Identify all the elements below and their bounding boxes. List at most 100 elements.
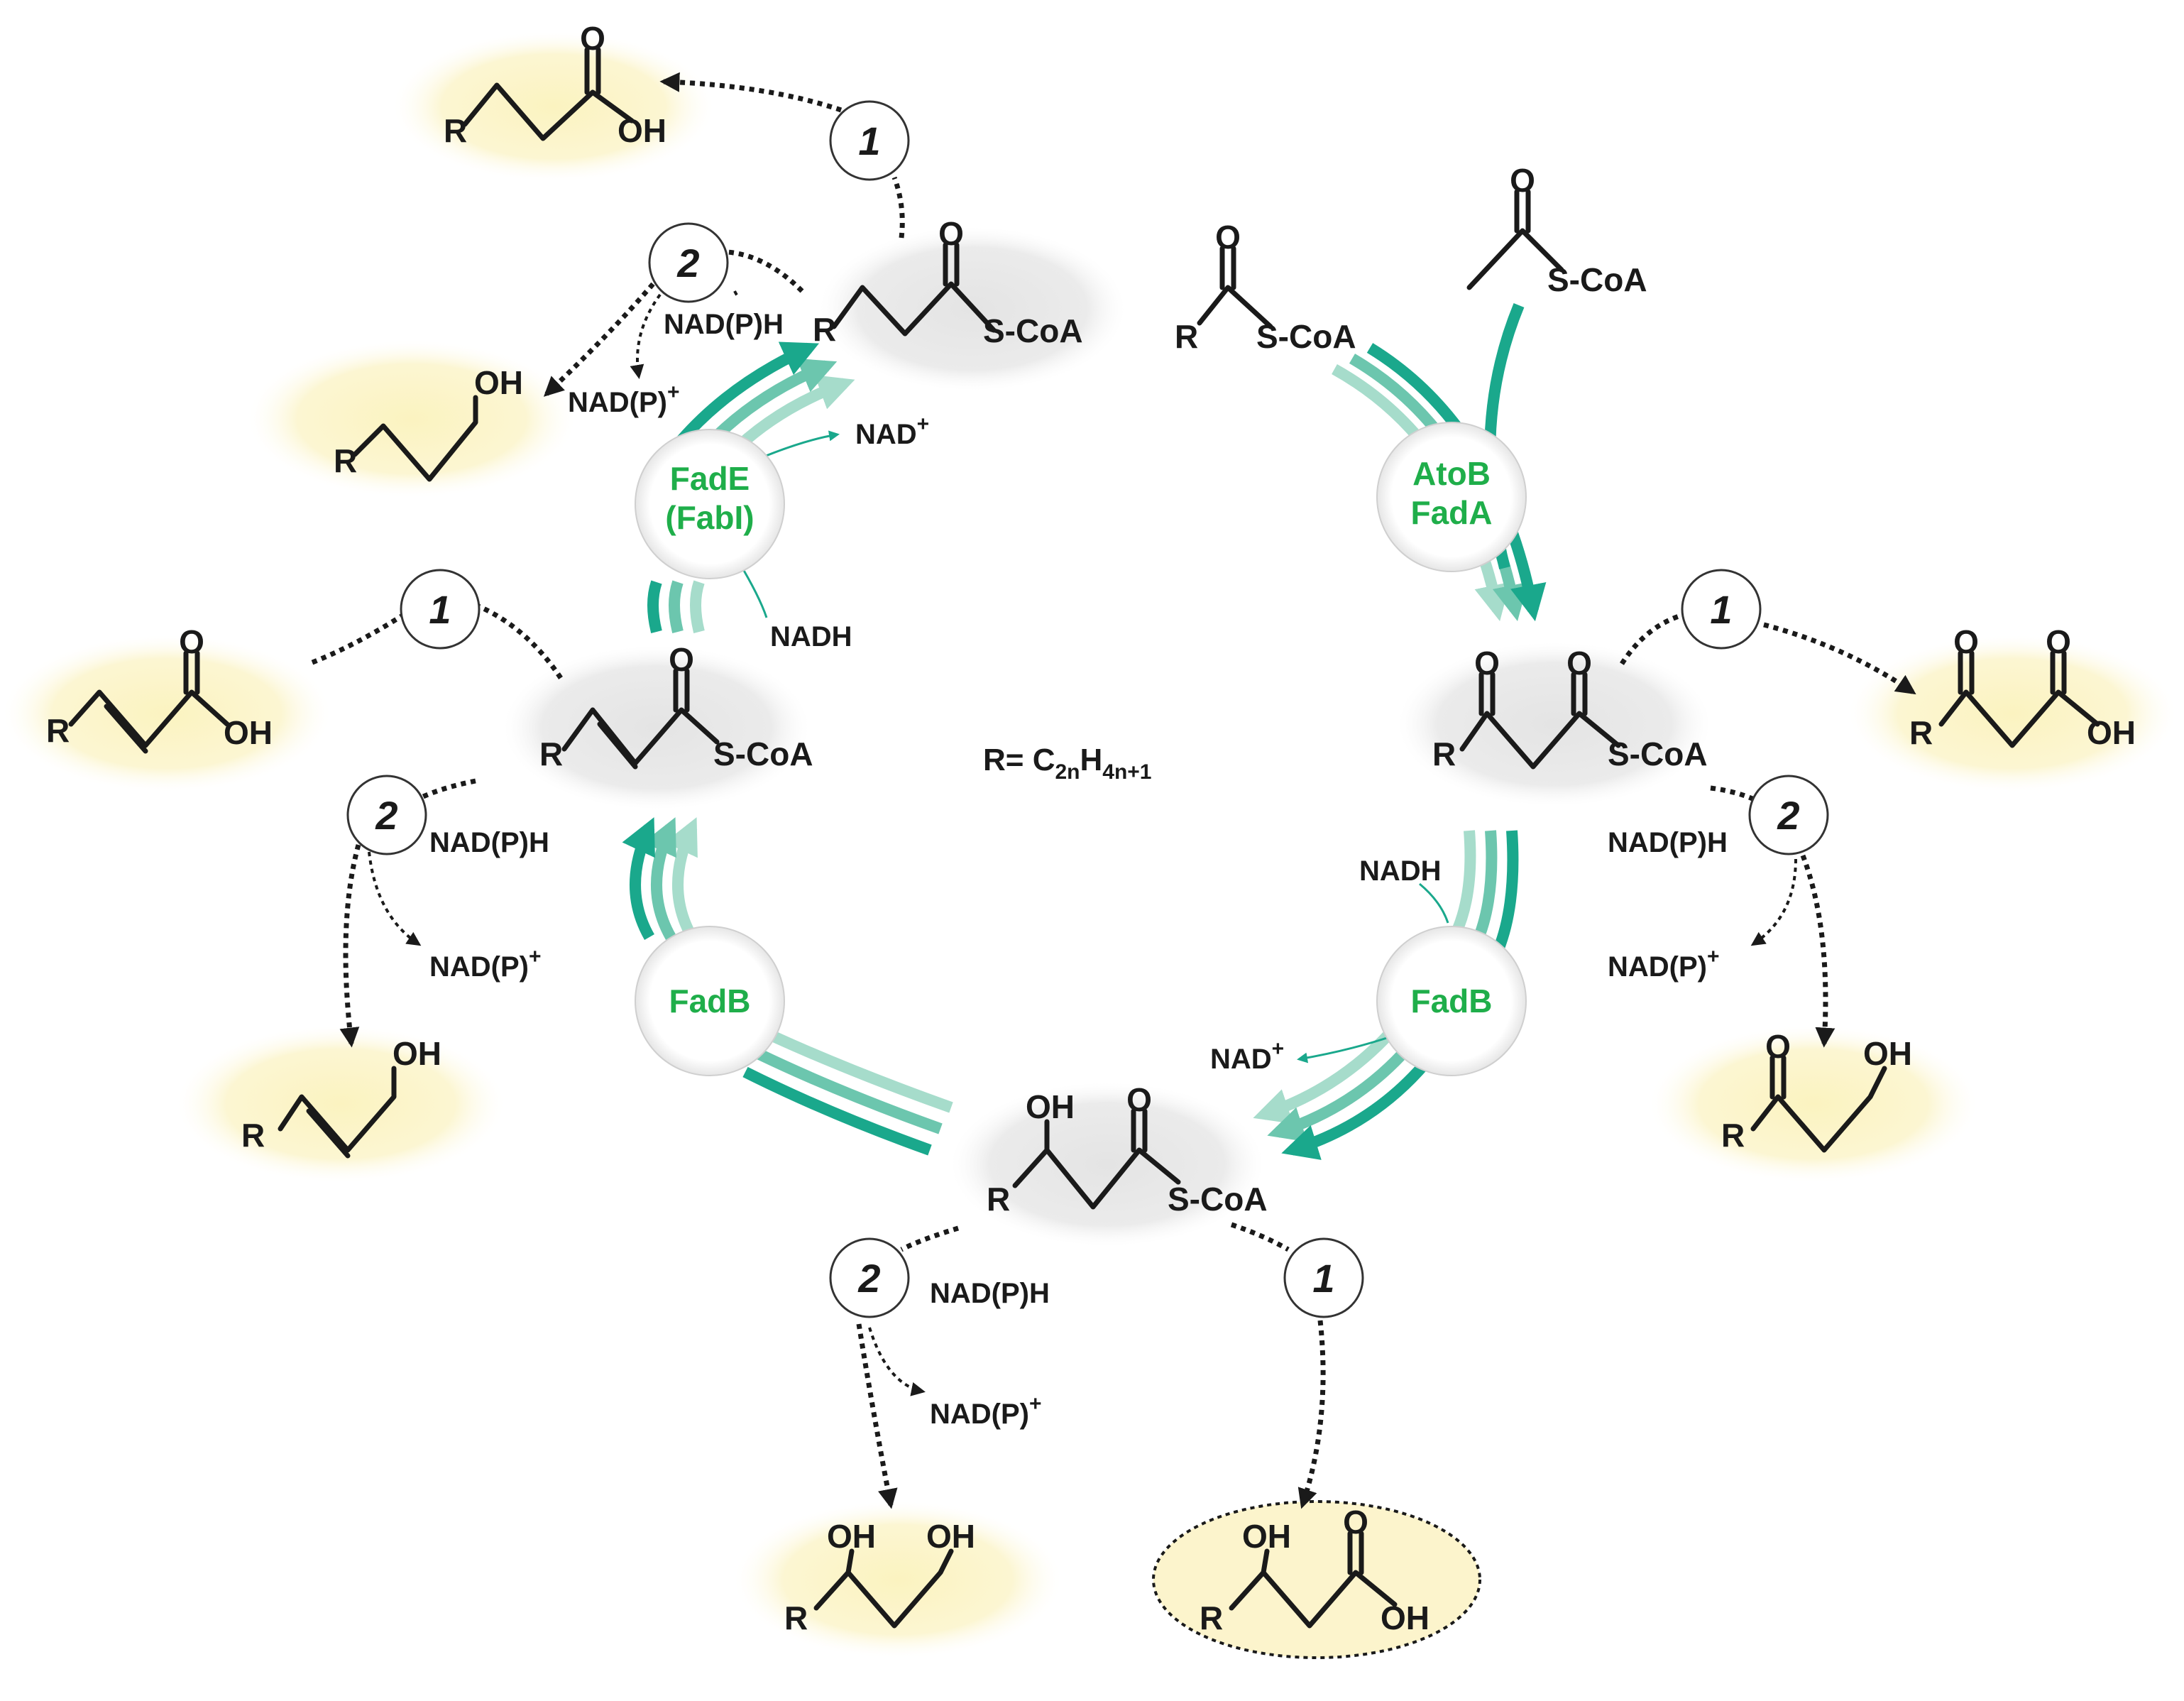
product-ketoacid-bg <box>1849 635 2175 792</box>
enzyme-fabi-label: (FabI) <box>665 499 754 536</box>
r-group-formula: R= C2nH4n+1 <box>983 743 1152 784</box>
svg-text:OH: OH <box>224 714 273 751</box>
svg-text:1: 1 <box>1710 587 1732 632</box>
svg-text:R: R <box>1909 714 1933 751</box>
cofactor-nadph-bottom: NAD(P)H <box>930 1278 1050 1309</box>
intermediate-ketoacyl-coa-bg <box>1398 642 1711 806</box>
svg-text:OH: OH <box>2087 714 2136 751</box>
enzyme-fadb-right-label: FadB <box>1411 983 1493 1019</box>
svg-text:2: 2 <box>1777 793 1799 838</box>
svg-text:R: R <box>1721 1117 1745 1154</box>
product-hydroxyacid-bg <box>1152 1500 1481 1659</box>
enzyme-atob-node: AtoB FadA <box>1376 422 1527 572</box>
svg-text:O: O <box>580 20 605 57</box>
svg-text:OH: OH <box>1381 1599 1430 1636</box>
route-2-top: 2 <box>648 222 729 303</box>
svg-text:R: R <box>444 112 467 149</box>
molecule-hydroxyacid: OH O R OH <box>1200 1504 1430 1636</box>
svg-text:OH: OH <box>618 112 666 149</box>
product-top-acid-bg <box>394 32 713 181</box>
intermediate-enoyl-coa-bg <box>504 646 809 809</box>
intermediate-ellipses <box>504 227 1711 1246</box>
cofactor-nadph-right: NAD(P)H <box>1608 827 1728 858</box>
svg-text:OH: OH <box>827 1518 876 1555</box>
molecule-ketoacid: O O R OH <box>1909 623 2136 751</box>
cofactor-nadp-top: NAD(P)+ <box>568 381 680 418</box>
svg-text:R: R <box>241 1117 265 1154</box>
cycle-arrows <box>622 302 1547 1160</box>
product-ellipses <box>4 32 2175 1659</box>
molecule-ketol: O R OH <box>1721 1028 1912 1154</box>
svg-text:OH: OH <box>1863 1035 1912 1072</box>
dotted-branch-arrows <box>307 72 1916 1509</box>
svg-text:O: O <box>1126 1081 1152 1118</box>
cofactor-nadph-top: NAD(P)H <box>664 309 784 340</box>
molecule-acyl-coa-input: O R S-CoA <box>1175 219 1356 355</box>
svg-text:1: 1 <box>1312 1256 1334 1301</box>
svg-text:O: O <box>938 215 964 252</box>
cofactor-nadph-left: NAD(P)H <box>429 827 549 858</box>
cofactor-nad-top: NAD+ <box>855 412 929 450</box>
svg-text:R: R <box>334 442 357 479</box>
molecule-acetyl-coa: O S-CoA <box>1466 162 1647 298</box>
svg-text:OH: OH <box>1242 1518 1291 1555</box>
molecule-acyl-coa-top: O R S-CoA <box>813 215 1083 349</box>
svg-text:OH: OH <box>1026 1088 1075 1125</box>
cofactor-nadp-bottom: NAD(P)+ <box>930 1392 1042 1430</box>
svg-text:R: R <box>987 1181 1010 1218</box>
svg-text:O: O <box>1510 162 1535 199</box>
route-1-bottom: 1 <box>1283 1237 1364 1318</box>
route-1-top: 1 <box>829 100 910 181</box>
svg-text:R: R <box>1175 318 1198 355</box>
cofactor-nadp-right: NAD(P)+ <box>1608 945 1720 983</box>
svg-text:S-CoA: S-CoA <box>1256 318 1356 355</box>
svg-text:O: O <box>1474 645 1500 682</box>
enzyme-nodes: FadE (FabI) AtoB FadA FadB FadB <box>635 422 1527 1076</box>
svg-text:S-CoA: S-CoA <box>1168 1181 1268 1218</box>
molecule-diol: OH OH R <box>784 1518 975 1636</box>
route-2-left: 2 <box>346 775 427 855</box>
cofactor-nadh-right: NADH <box>1359 855 1442 887</box>
svg-text:2: 2 <box>857 1256 880 1301</box>
product-top-alcohol-bg <box>248 341 575 497</box>
svg-text:1: 1 <box>858 119 880 163</box>
enzyme-fadb-left-node: FadB <box>635 926 785 1076</box>
molecule-hydroxyacyl-coa: OH O R S-CoA <box>987 1081 1268 1218</box>
product-diol-bg <box>735 1502 1061 1658</box>
cofactor-labels: NAD(P)H NAD(P)+ NAD+ NADH NAD(P)H NAD(P)… <box>429 309 1728 1430</box>
product-enol-bg <box>177 1026 504 1182</box>
route-2-bottom: 2 <box>829 1237 910 1318</box>
enzyme-fade-label: FadE <box>670 460 750 497</box>
route-markers: 1 2 1 2 1 2 2 1 <box>346 100 1829 1318</box>
product-enoic-acid-bg <box>4 635 330 792</box>
svg-text:O: O <box>669 641 694 678</box>
molecule-enol: R OH <box>241 1035 441 1159</box>
svg-text:R: R <box>539 735 563 772</box>
enzyme-atob-label: AtoB <box>1412 455 1491 492</box>
svg-text:OH: OH <box>474 364 523 401</box>
enzyme-fadb-right-node: FadB <box>1376 926 1527 1076</box>
cofactor-nadp-left: NAD(P)+ <box>429 945 542 983</box>
cofactor-nad-right: NAD+ <box>1210 1037 1284 1075</box>
svg-text:2: 2 <box>676 241 699 285</box>
molecule-top-alcohol: R OH <box>334 364 523 482</box>
cofactor-nadh-left: NADH <box>770 621 852 652</box>
svg-text:O: O <box>2046 623 2071 660</box>
svg-text:R: R <box>1432 735 1456 772</box>
svg-text:O: O <box>1953 623 1979 660</box>
product-ketol-bg <box>1650 1026 1977 1182</box>
enzyme-fadb-left-label: FadB <box>669 983 751 1019</box>
molecule-enoic-acid: O R OH <box>46 623 273 754</box>
svg-text:S-CoA: S-CoA <box>713 735 813 772</box>
svg-text:OH: OH <box>926 1518 975 1555</box>
svg-text:1: 1 <box>429 587 451 632</box>
svg-text:OH: OH <box>393 1035 441 1072</box>
molecule-ketoacyl-coa: O O R S-CoA <box>1432 645 1708 772</box>
svg-text:S-CoA: S-CoA <box>983 312 1083 349</box>
svg-text:R: R <box>46 712 70 749</box>
route-1-left: 1 <box>400 569 481 650</box>
svg-text:O: O <box>1215 219 1241 256</box>
molecule-top-acid: O R OH <box>444 20 666 149</box>
svg-text:O: O <box>1765 1028 1791 1065</box>
